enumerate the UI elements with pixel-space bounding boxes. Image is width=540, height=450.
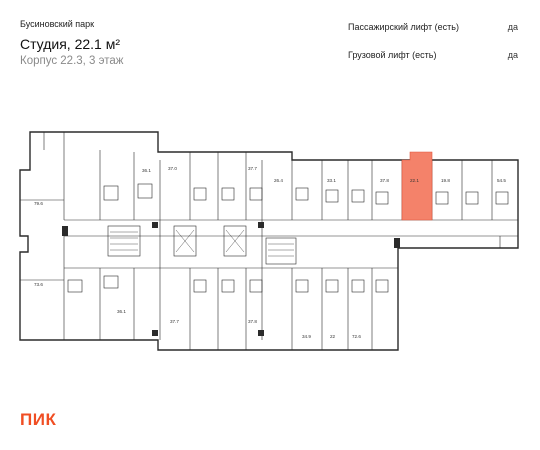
unit-area: 33.1 (327, 178, 336, 183)
lift-shaft (173, 225, 197, 257)
unit-area: 22 (330, 334, 336, 339)
unit-area: 22.1 (410, 178, 419, 183)
unit-area: 37.0 (168, 166, 177, 171)
unit-area: 26.4 (274, 178, 283, 183)
unit-area: 54.5 (497, 178, 506, 183)
building-floor: Корпус 22.3, 3 этаж (20, 55, 124, 67)
unit-area: 37.7 (248, 166, 257, 171)
lift-shaft (223, 225, 247, 257)
corridor (64, 219, 518, 237)
unit-area: 37.7 (170, 319, 179, 324)
project-name: Бусиновский парк (20, 19, 95, 29)
apartment-title: Студия, 22.1 м² (20, 36, 120, 52)
unit-area: 72.6 (352, 334, 361, 339)
stairwell (265, 237, 297, 265)
outer-wall (19, 131, 519, 351)
unit-area: 37.8 (248, 319, 257, 324)
feature-label: Пассажирский лифт (есть) (348, 22, 459, 32)
unit-area: 19.8 (441, 178, 450, 183)
unit-area: 79.6 (34, 201, 43, 206)
unit-area: 73.6 (34, 282, 43, 287)
stairwell (107, 225, 141, 257)
feature-value: да (507, 50, 518, 60)
unit-area: 34.9 (302, 334, 311, 339)
feature-freight-lift: Грузовой лифт (есть) да (348, 50, 518, 62)
selected-apartment (401, 151, 433, 221)
pik-logo: ПИК (20, 410, 57, 429)
feature-passenger-lift: Пассажирский лифт (есть) да (348, 22, 518, 34)
feature-label: Грузовой лифт (есть) (348, 50, 437, 60)
feature-value: да (507, 22, 518, 32)
unit-area: 36.1 (117, 309, 126, 314)
unit-area: 37.8 (380, 178, 389, 183)
unit-area: 36.1 (142, 168, 151, 173)
